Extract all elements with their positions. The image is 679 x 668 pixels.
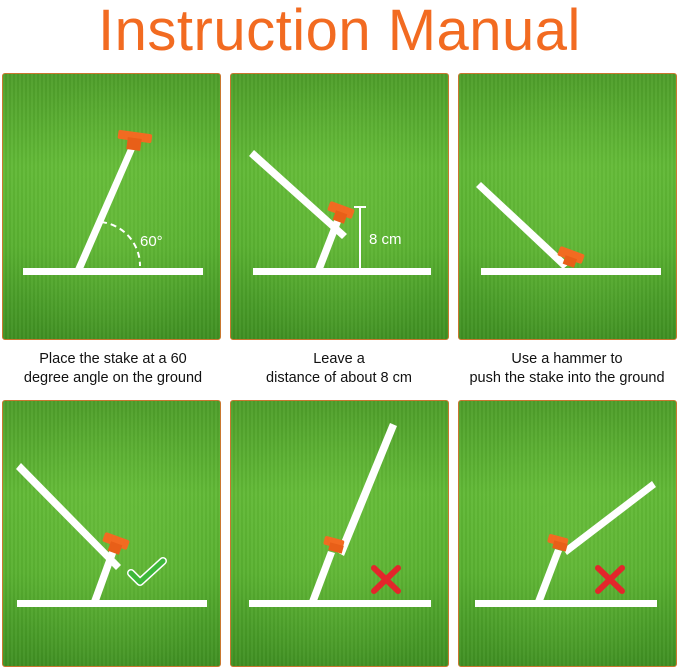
- ground-line: [17, 600, 207, 607]
- ground-line: [249, 600, 431, 607]
- correct-example-panel: [2, 400, 221, 667]
- hook-bar: [249, 150, 347, 239]
- page-title: Instruction Manual: [98, 0, 581, 63]
- ground-line: [253, 268, 431, 275]
- step-1-caption: Place the stake at a 60 degree angle on …: [23, 351, 203, 386]
- angle-arc: [100, 221, 142, 267]
- step-2-panel: 8 cm: [230, 73, 449, 340]
- step-3-panel: [458, 73, 677, 340]
- stake-head-icon: [327, 201, 355, 224]
- hook-bar: [476, 182, 569, 269]
- angle-label: 60°: [140, 233, 163, 250]
- cross-icon: [371, 565, 401, 594]
- step-3-caption: Use a hammer to push the stake into the …: [469, 351, 665, 386]
- stake-shaft: [75, 144, 136, 269]
- distance-label: 8 cm: [369, 231, 402, 248]
- hook-bar: [337, 423, 397, 556]
- wrong-example-1-panel: [230, 400, 449, 667]
- stake-shaft: [535, 549, 562, 601]
- step-2-caption: Leave a distance of about 8 cm: [266, 351, 412, 386]
- stake-head-icon: [323, 535, 345, 554]
- stake-head-icon: [102, 532, 130, 555]
- step-1-panel: 60°: [2, 73, 221, 340]
- stake-head-icon: [557, 246, 585, 268]
- ground-line: [475, 600, 657, 607]
- hook-bar: [16, 463, 121, 570]
- ground-line: [481, 268, 661, 275]
- cross-icon: [595, 565, 625, 594]
- stake-head-icon: [547, 533, 569, 552]
- stake-head-icon: [117, 129, 153, 151]
- wrong-example-2-panel: [458, 400, 677, 667]
- ground-line: [23, 268, 203, 275]
- hook-bar: [563, 481, 656, 555]
- stake-shaft: [309, 551, 335, 601]
